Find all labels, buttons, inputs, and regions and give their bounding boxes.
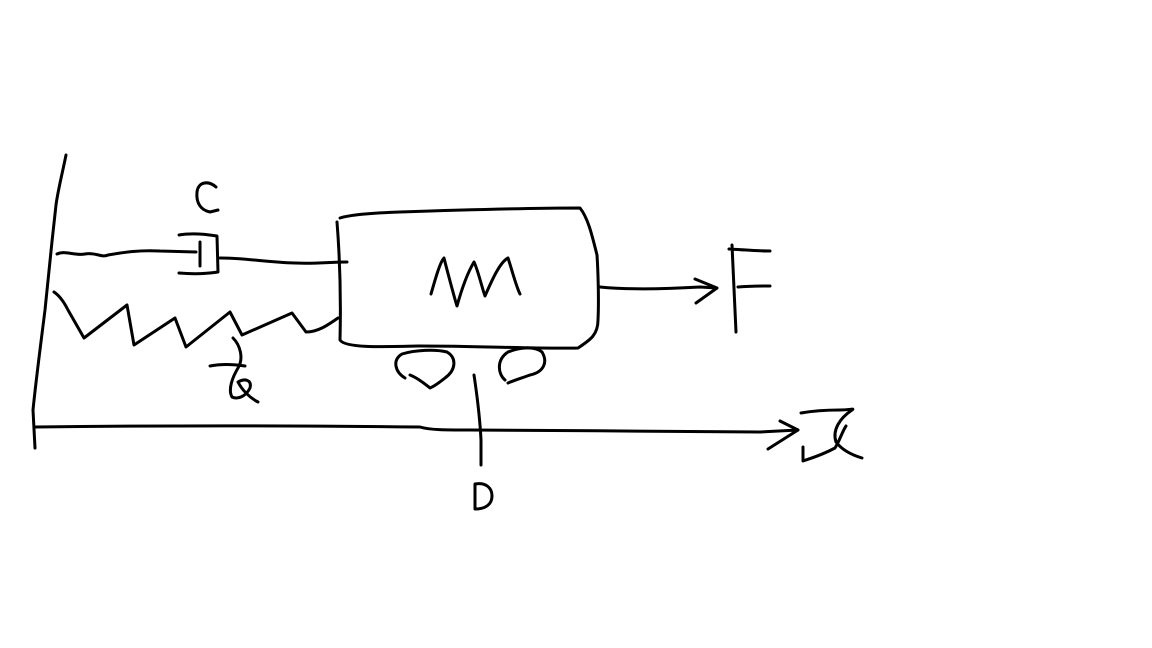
friction-blob-left — [394, 348, 456, 390]
mass-block — [335, 206, 600, 350]
displacement-label-x — [799, 407, 864, 463]
friction-leader — [472, 373, 483, 467]
damper-rod-right — [218, 256, 349, 265]
damper-cylinder — [177, 232, 220, 276]
mass-label-m — [429, 256, 522, 308]
damper-label-C — [195, 181, 220, 214]
friction-label-D — [473, 482, 494, 511]
damper-rod-left — [55, 249, 198, 258]
spring — [52, 290, 340, 349]
wall — [31, 153, 68, 450]
displacement-axis — [33, 419, 800, 451]
force-arrow — [598, 277, 719, 305]
friction-blob-right — [497, 346, 547, 385]
spring-label-k — [208, 336, 260, 404]
force-label-F — [727, 243, 772, 334]
